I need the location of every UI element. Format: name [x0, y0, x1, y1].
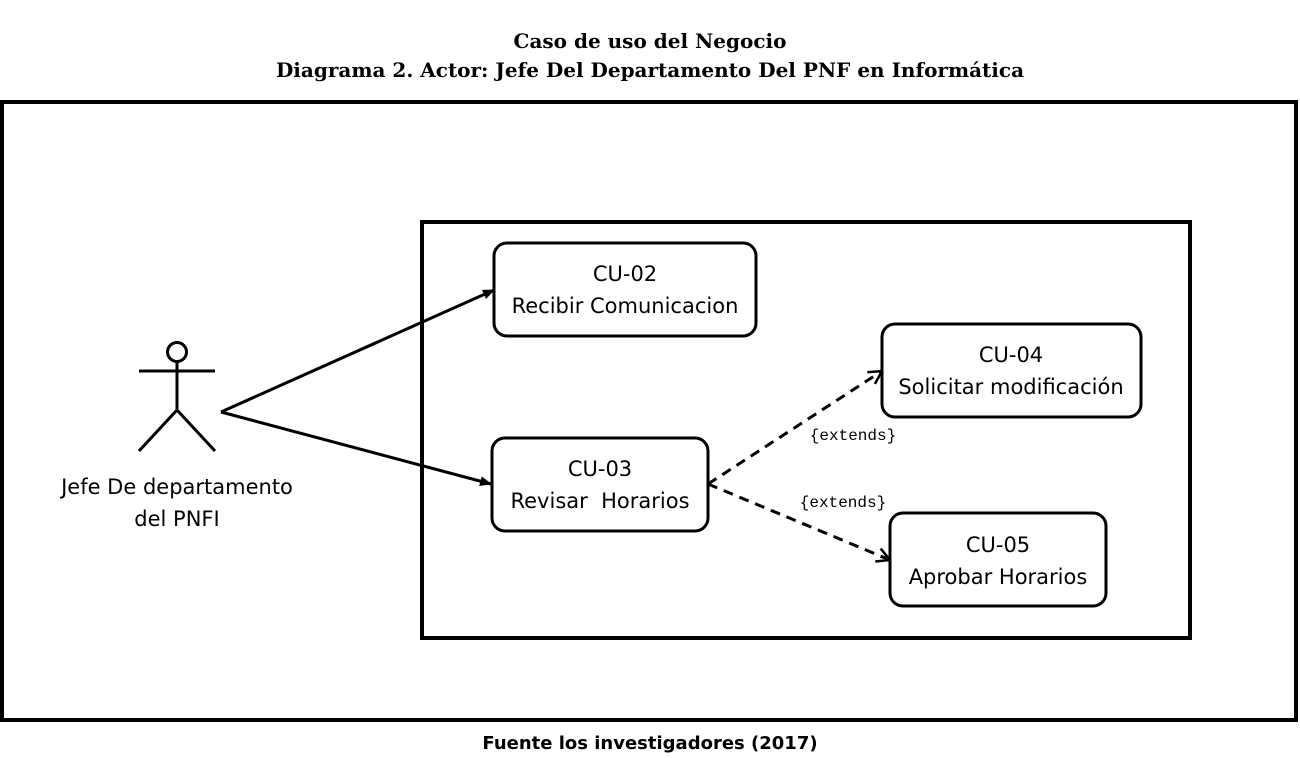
outer-frame: [0, 100, 1298, 722]
source-caption: Fuente los investigadores (2017): [482, 733, 818, 754]
association-cu03: [220, 410, 492, 486]
use-case-name: Recibir Comunicacion: [512, 294, 739, 318]
use-case-id: CU-04: [979, 343, 1043, 367]
system-boundary: [420, 220, 1192, 640]
actor-label-line1: Jefe De departamento: [59, 475, 293, 499]
use-case-cu05: CU-05 Aprobar Horarios: [888, 511, 1108, 608]
use-case-cu03: CU-03 Revisar Horarios: [490, 436, 710, 533]
use-case-name: Solicitar modificación: [898, 375, 1123, 399]
use-case-id: CU-05: [966, 533, 1030, 557]
use-case-id: CU-02: [593, 262, 657, 286]
use-case-name: Aprobar Horarios: [909, 565, 1088, 589]
actor-figure-icon: [137, 341, 217, 453]
actor-label-line2: del PNFI: [134, 507, 219, 531]
use-case-id: CU-03: [568, 457, 632, 481]
extends-label-cu05: {extends}: [800, 494, 886, 512]
association-cu02: [220, 288, 495, 414]
extends-arrow-cu04: [707, 371, 882, 486]
diagram-subtitle: Diagrama 2. Actor: Jefe Del Departamento…: [275, 58, 1025, 82]
use-case-cu02: CU-02 Recibir Comunicacion: [492, 241, 758, 338]
use-case-cu04: CU-04 Solicitar modificación: [880, 322, 1143, 419]
use-case-name: Revisar Horarios: [510, 489, 689, 513]
extends-label-cu04: {extends}: [810, 427, 896, 445]
diagram-title: Caso de uso del Negocio: [513, 29, 787, 53]
